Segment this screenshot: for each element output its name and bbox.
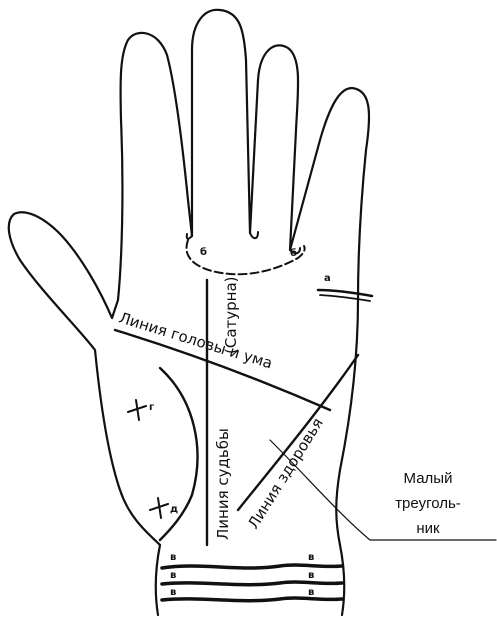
health-line-label: Линия здоровья bbox=[244, 415, 327, 533]
mark-b-right: б bbox=[290, 247, 297, 259]
mark-v-3-left: в bbox=[170, 587, 176, 598]
mark-b-left: б bbox=[200, 246, 207, 258]
mark-v-3-right: в bbox=[308, 587, 314, 598]
hand-outline bbox=[9, 10, 369, 545]
mark-v-2-right: в bbox=[308, 570, 314, 581]
cross-g bbox=[128, 400, 146, 420]
bracelet-line-1 bbox=[162, 565, 342, 568]
mark-v-1-right: в bbox=[308, 552, 314, 563]
mark-v-2-left: в bbox=[170, 570, 176, 581]
fate-line-label: Линия судьбы bbox=[214, 428, 232, 540]
small-triangle-label-line3: ник bbox=[416, 520, 440, 537]
head-line-label: Линия головы и ума bbox=[117, 309, 275, 373]
mark-v-1-left: в bbox=[170, 552, 176, 563]
small-triangle-label-line2: треуголь- bbox=[395, 495, 461, 512]
mark-d: д bbox=[170, 504, 178, 515]
mark-g: г bbox=[149, 402, 154, 413]
mark-a: а bbox=[324, 273, 331, 284]
bracelet-line-3 bbox=[162, 598, 342, 601]
line-a-2 bbox=[320, 295, 370, 301]
small-triangle-label-line1: Малый bbox=[404, 470, 453, 487]
bracelet-line-2 bbox=[162, 582, 342, 585]
life-line bbox=[160, 368, 197, 540]
cross-d bbox=[150, 498, 168, 518]
middle-finger-inner bbox=[250, 232, 258, 238]
wrist-outline bbox=[156, 545, 344, 615]
